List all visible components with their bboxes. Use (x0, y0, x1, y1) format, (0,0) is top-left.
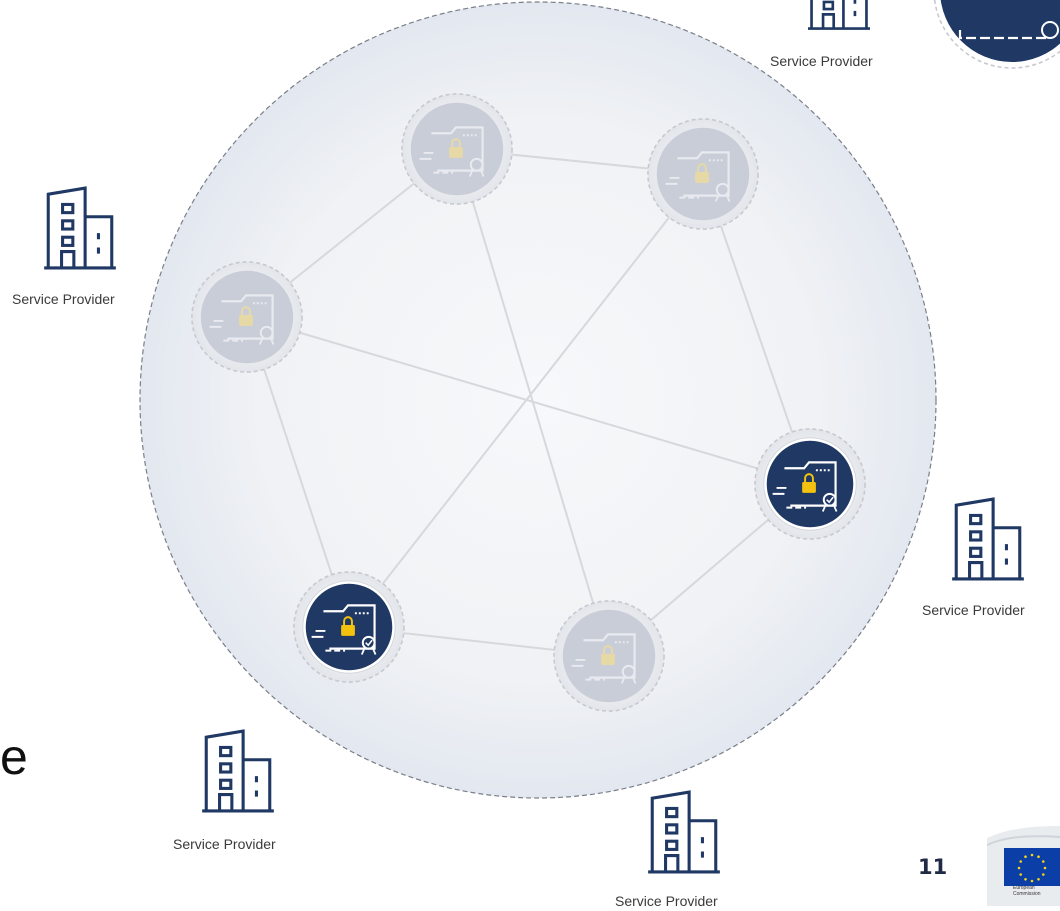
ec-caption-line2: Commission (1013, 891, 1041, 897)
wallet-badge-partial (933, 0, 1060, 69)
provider-top-label: Service Provider (770, 53, 873, 69)
provider-left-building-icon (44, 186, 116, 270)
credential-folder-icon (646, 117, 760, 231)
credential-node-upper-right (646, 117, 760, 231)
credential-node-top (400, 92, 514, 206)
credential-node-bottom (552, 599, 666, 713)
credential-folder-icon (400, 92, 514, 206)
cropped-heading-fragment: e (0, 729, 28, 785)
network-cluster (139, 1, 937, 799)
european-commission-logo (987, 826, 1060, 906)
provider-top-building-icon (808, 0, 870, 30)
provider-bottom-left-label: Service Provider (173, 836, 276, 852)
network-link (246, 316, 811, 485)
provider-left-label: Service Provider (12, 291, 115, 307)
credential-folder-icon (552, 599, 666, 713)
provider-bottom-building-icon (648, 790, 720, 874)
credential-node-lower-left (292, 570, 406, 684)
ec-caption-line1: European (1013, 885, 1035, 891)
verified-credential-icon (292, 570, 406, 684)
credential-folder-icon (190, 260, 304, 374)
provider-bottom-left-building-icon (202, 729, 274, 813)
provider-right-label: Service Provider (922, 602, 1025, 618)
credential-node-left (190, 260, 304, 374)
page-number: 11 (918, 855, 948, 879)
provider-bottom-label: Service Provider (615, 893, 718, 909)
european-commission-caption: European Commission (1013, 885, 1053, 897)
provider-right-building-icon (952, 497, 1024, 581)
verified-credential-icon (753, 427, 867, 541)
credential-node-right (753, 427, 867, 541)
